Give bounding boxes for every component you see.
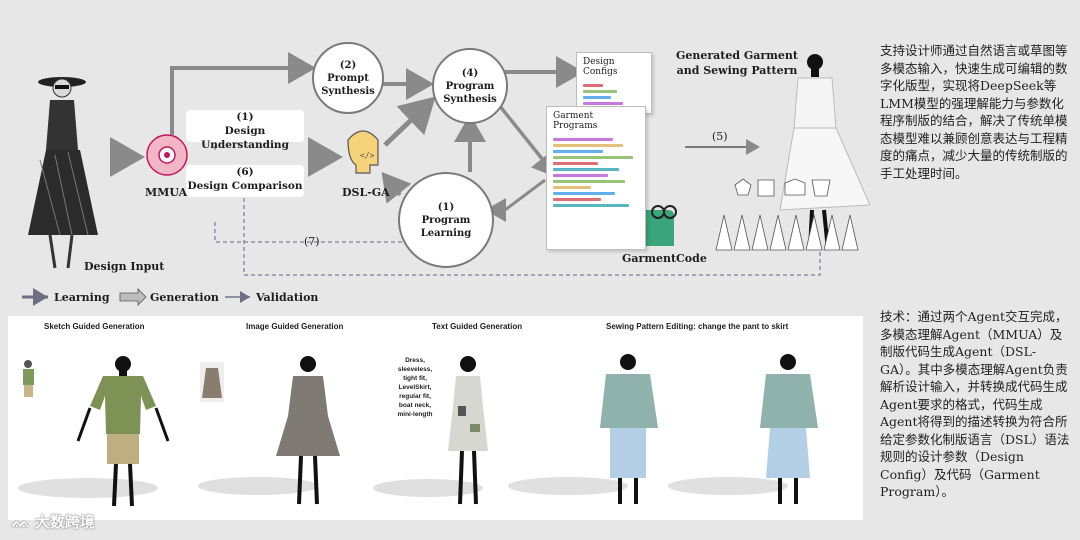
design-input-figure xyxy=(28,77,98,269)
sewing-pattern-pieces xyxy=(715,178,859,251)
program-synthesis-node: (4) Program Synthesis xyxy=(432,48,508,124)
design-input-label: Design Input xyxy=(84,260,165,273)
sewing-edit-title: Sewing Pattern Editing: change the pant … xyxy=(606,322,789,331)
arrow-mmua-to-prompt xyxy=(170,52,316,135)
mmua-brain-icon xyxy=(146,134,188,176)
garmentcode-label: GarmentCode xyxy=(622,252,707,265)
step5-label: (5) xyxy=(712,130,728,143)
svg-text:</>: </> xyxy=(360,151,375,160)
figure-teal-skirt xyxy=(760,354,818,504)
validation-loop-6 xyxy=(214,222,420,243)
arrow-dslga-to-synthesis xyxy=(383,96,436,147)
mmua-label: MMUA xyxy=(145,186,188,199)
image-guided-title: Image Guided Generation xyxy=(246,322,344,331)
legend-validation-label: Validation xyxy=(256,291,319,304)
legend-generation-label: Generation xyxy=(150,291,219,304)
legend-learning: Learning xyxy=(54,291,110,304)
design-comparison-banner: (6) Design Comparison xyxy=(186,165,304,197)
legend-generation: Generation xyxy=(150,291,219,304)
side-paragraph-1: 支持设计师通过自然语言或草图等多模态输入，快速生成可编辑的数字化版型，实现将De… xyxy=(880,43,1068,181)
side-paragraph-2: 技术：通过两个Agent交互完成，多模态理解Agent（MMUA）及制版代码生成… xyxy=(880,309,1070,499)
prompt-synthesis-node: (2) Prompt Synthesis xyxy=(312,42,384,114)
design-understanding-banner: (1) Design Understanding xyxy=(186,110,304,151)
text-prompt: Dress, sleeveless, tight fit, LevelSkirt… xyxy=(397,357,433,418)
figure-printed-dress xyxy=(448,356,488,505)
example-figures xyxy=(18,354,818,507)
sketch-guided-title: Sketch Guided Generation xyxy=(44,322,145,331)
examples-panel: Sketch Guided Generation Image Guided Ge… xyxy=(8,316,863,520)
image-thumbnail xyxy=(200,362,224,402)
legend-generation-arrow xyxy=(119,288,147,306)
dslga-label: DSL-GA xyxy=(342,186,390,199)
validation-loop-7 xyxy=(239,183,821,276)
watermark-text: 大数跨境 xyxy=(34,513,95,531)
generated-garment-mannequin xyxy=(779,54,870,251)
program-learning-node: (1) Program Learning xyxy=(398,172,494,268)
legend-learning-label: Learning xyxy=(54,291,110,304)
legend-validation: Validation xyxy=(256,291,318,304)
figure-teal-pants xyxy=(600,354,658,504)
garment-programs-title: Garment Programs xyxy=(553,111,598,131)
dslga-head-icon: </> xyxy=(347,130,379,174)
watermark-icon: ᨐ xyxy=(12,513,35,531)
figure-olive-shirt xyxy=(76,356,170,507)
design-configs-title: Design Configs xyxy=(583,57,618,77)
arrow-learning-to-dslga xyxy=(381,171,412,204)
watermark-logo: ᨐ 大数跨境 xyxy=(12,511,95,532)
figure-grey-dress xyxy=(276,356,340,505)
sketch-thumbnail xyxy=(23,360,34,397)
arrow-synthesis-to-programs xyxy=(493,98,558,178)
arrow-programs-to-learning xyxy=(485,178,546,222)
garment-programs-doc: Garment Programs xyxy=(546,106,646,250)
pipeline-diagram: </> xyxy=(22,52,870,306)
text-guided-title: Text Guided Generation xyxy=(432,322,523,331)
step7-label: (7) xyxy=(304,235,320,248)
generated-garment-label: Generated Garment and Sewing Pattern xyxy=(676,49,798,77)
design-configs-doc: Design Configs xyxy=(576,52,652,114)
